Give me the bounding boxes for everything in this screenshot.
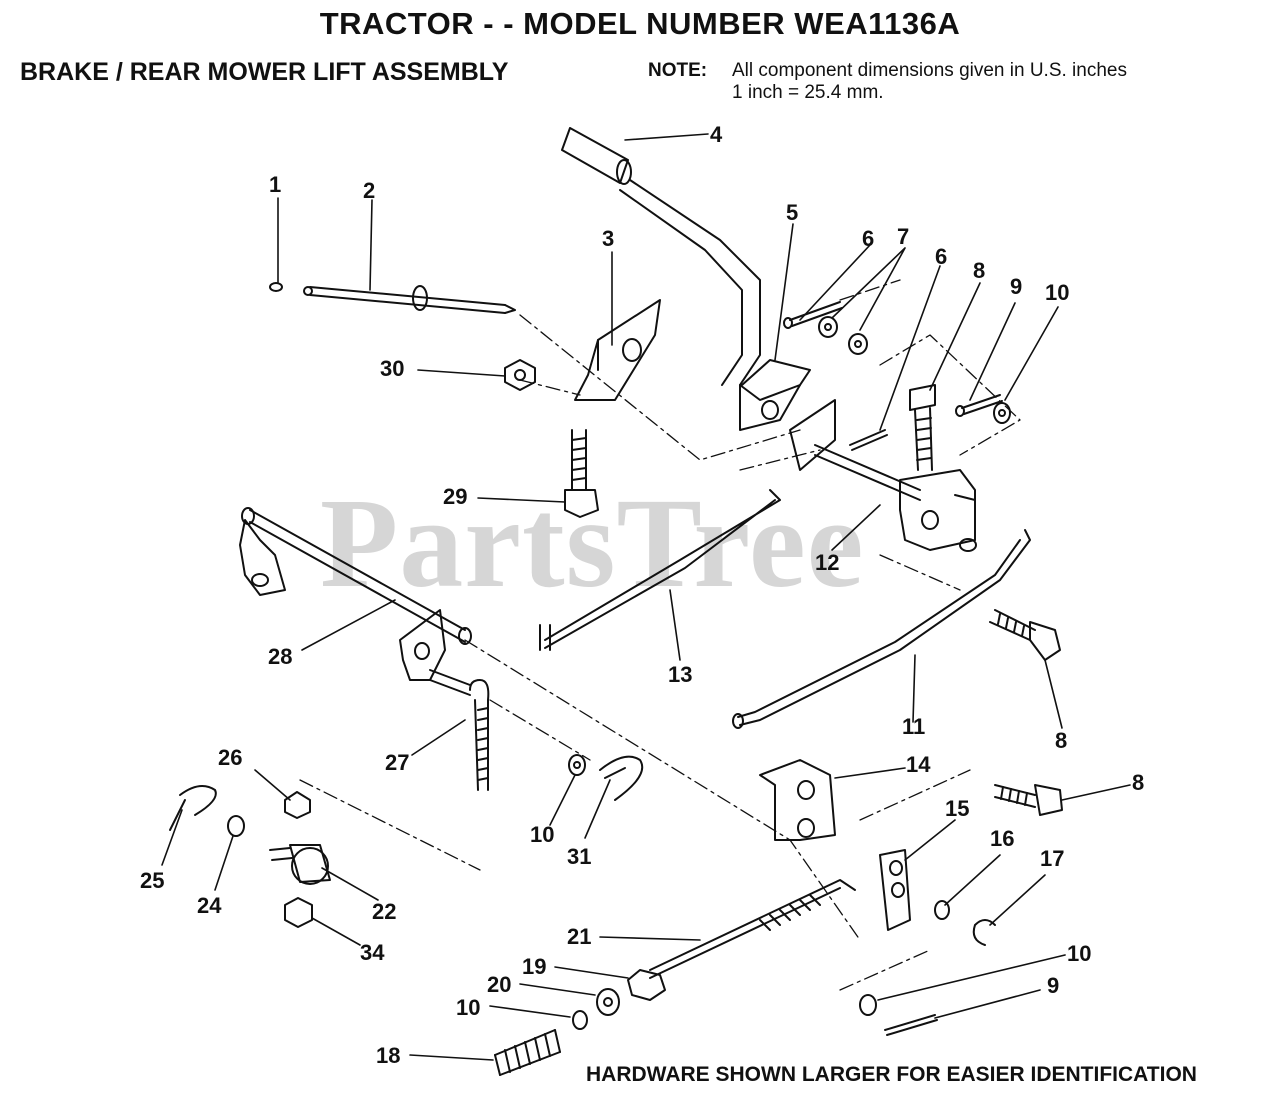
- part-27-eyebolt: [469, 679, 490, 791]
- callout-5: 5: [786, 200, 798, 225]
- callout-16: 16: [990, 826, 1014, 851]
- callout-24: 24: [197, 893, 222, 918]
- callout-22: 22: [372, 899, 396, 924]
- callout-8b: 8: [1055, 728, 1067, 753]
- footer-note: HARDWARE SHOWN LARGER FOR EASIER IDENTIF…: [586, 1063, 1197, 1086]
- callout-14: 14: [906, 752, 931, 777]
- leader-lines: [161, 133, 1131, 1061]
- callout-1: 1: [269, 172, 281, 197]
- part-12-pivot-bracket: [789, 399, 977, 552]
- part-17-retaining-clip: [972, 919, 996, 946]
- part-28-rockshaft: [239, 507, 472, 696]
- callout-30: 30: [380, 356, 404, 381]
- part-20-lock-nut: [596, 988, 620, 1016]
- callout-20: 20: [487, 972, 511, 997]
- callout-34: 34: [360, 940, 385, 965]
- part-9-cotter-pin: [955, 394, 1003, 417]
- part-4-handle-grip: [561, 127, 632, 185]
- part-11-lift-link: [732, 529, 1031, 729]
- watermark: PartsTree: [320, 472, 865, 614]
- callout-7: 7: [897, 224, 909, 249]
- part-34-nut: [284, 897, 313, 928]
- callout-15: 15: [945, 796, 969, 821]
- part-1-pin: [269, 282, 283, 292]
- part-31-hairpin: [599, 755, 644, 801]
- part-24-washer: [227, 815, 245, 837]
- callout-10: 10: [1045, 280, 1069, 305]
- part-18-spring: [494, 1029, 561, 1076]
- callout-25: 25: [140, 868, 164, 893]
- assembly-subtitle: BRAKE / REAR MOWER LIFT ASSEMBLY: [20, 58, 509, 86]
- callout-19: 19: [522, 954, 546, 979]
- callout-13: 13: [668, 662, 692, 687]
- part-29-bolt: [564, 429, 599, 518]
- callout-10d: 10: [456, 995, 480, 1020]
- note-line-1: All component dimensions given in U.S. i…: [732, 60, 1127, 81]
- note-label: NOTE:: [648, 60, 708, 81]
- part-3-bracket: [574, 299, 661, 401]
- callout-28: 28: [268, 644, 292, 669]
- part-14-bracket: [759, 759, 836, 841]
- part-19-nut: [627, 969, 666, 1001]
- callout-31: 31: [567, 844, 591, 869]
- callout-17: 17: [1040, 846, 1064, 871]
- callout-21: 21: [567, 924, 591, 949]
- callout-9: 9: [1010, 274, 1022, 299]
- part-22-trunnion: [269, 844, 331, 885]
- callout-4: 4: [710, 122, 723, 147]
- callout-18: 18: [376, 1043, 400, 1068]
- callout-3: 3: [602, 226, 614, 251]
- callout-26: 26: [218, 745, 242, 770]
- part-7-washers: [818, 316, 868, 355]
- part-10-washer-b: [568, 754, 586, 776]
- part-26-nut: [284, 791, 311, 819]
- callout-27: 27: [385, 750, 409, 775]
- part-21-brake-rod: [649, 879, 856, 979]
- part-30-nut: [504, 359, 536, 391]
- part-9-cotter-pin-b: [884, 1014, 938, 1036]
- callout-labels: 1 2 3 4 5 6 7 6 8 9 10 30 29 12 28 13 11…: [140, 122, 1144, 1068]
- callout-11: 11: [902, 714, 925, 739]
- part-2-brake-rod: [303, 285, 516, 314]
- part-8-bolt-top: [909, 384, 936, 471]
- callout-29: 29: [443, 484, 467, 509]
- note-line-2: 1 inch = 25.4 mm.: [732, 82, 884, 103]
- part-8-bolt-low: [994, 784, 1063, 816]
- callout-9b: 9: [1047, 973, 1059, 998]
- page-title: TRACTOR - - MODEL NUMBER WEA1136A: [319, 6, 961, 41]
- part-10-washer-d: [859, 994, 877, 1016]
- part-6-cotter-pin-b: [849, 429, 888, 451]
- part-5-lift-handle: [619, 179, 811, 431]
- part-8-bolt-mid: [989, 609, 1061, 661]
- callout-6b: 6: [935, 244, 947, 269]
- callout-10b: 10: [530, 822, 554, 847]
- part-13-lift-rod: [539, 489, 781, 651]
- part-15-link-plate: [879, 849, 911, 931]
- part-10-washer: [993, 402, 1011, 424]
- part-6-cotter-pin: [783, 301, 843, 329]
- callout-10c: 10: [1067, 941, 1091, 966]
- callout-8c: 8: [1132, 770, 1144, 795]
- callout-12: 12: [815, 550, 839, 575]
- part-25-hairpin: [169, 785, 217, 831]
- part-16-washer: [934, 900, 950, 920]
- part-10-washer-c: [572, 1010, 588, 1030]
- callout-8: 8: [973, 258, 985, 283]
- callout-6: 6: [862, 226, 874, 251]
- callout-2: 2: [363, 178, 375, 203]
